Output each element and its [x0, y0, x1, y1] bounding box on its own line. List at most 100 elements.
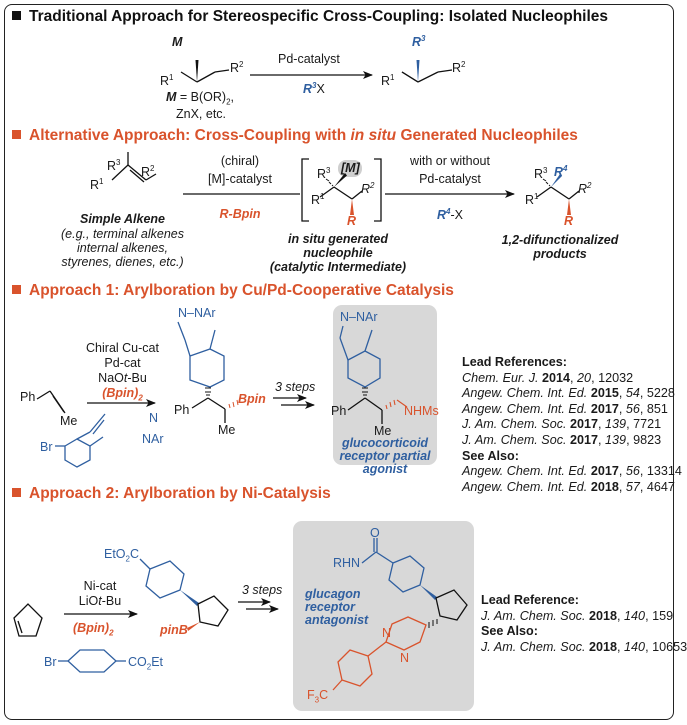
reference-item: J. Am. Chem. Soc. 2017, 139, 9823: [462, 432, 662, 447]
section-traditional-title: Traditional Approach for Stereospecific …: [12, 8, 608, 26]
step1-top2: [M]-catalyst: [208, 172, 272, 186]
alkene-R1: R1: [90, 177, 104, 193]
a2-aryl-CO2Et: CO2Et: [128, 655, 164, 672]
a1-prod-Bpin: Bpin: [238, 392, 266, 406]
intermediate-R3: R3: [317, 166, 331, 182]
s1-prod-wedge-blue: [416, 60, 420, 82]
step2-top1: with or without: [410, 154, 490, 168]
s2-intermediate: [319, 186, 363, 200]
bullet-square-icon: [12, 11, 21, 20]
a1-target-Me: Me: [374, 424, 392, 438]
a1-aryl-bromide: [55, 413, 106, 468]
s1-R2: R2: [230, 60, 244, 76]
step1-top1: (chiral): [220, 154, 260, 168]
step2-top2: Pd-catalyst: [419, 172, 481, 186]
a2-bpin2: (Bpin)2: [73, 621, 114, 638]
target-panel-1: [333, 305, 437, 465]
section-alternative-title: Alternative Approach: Cross-Coupling wit…: [12, 127, 578, 145]
intermediate-label: in situ generated nucleophile (catalytic…: [269, 232, 407, 274]
a1-aryl-NAr: NAr: [142, 432, 164, 446]
a1-sm-Me: Me: [60, 414, 78, 428]
intermediate-R2: R2: [361, 181, 375, 197]
s1-reagent-top: Pd-catalyst: [278, 52, 340, 66]
hash-bond: [325, 178, 334, 187]
reference-item: Angew. Chem. Int. Ed. 2017, 56, 13314: [462, 464, 682, 479]
bullet-square-icon: [12, 285, 21, 294]
step2-bottom: R4-X: [437, 207, 463, 223]
product-R: R: [564, 214, 574, 228]
metal-highlight: [338, 160, 362, 177]
a1-steps: 3 steps: [275, 380, 316, 394]
product-label: 1,2-difunctionalized products: [501, 233, 619, 261]
s2-alkene: [111, 152, 157, 183]
product-R2: R2: [578, 181, 592, 197]
a1-alkene: [36, 390, 66, 414]
reference-item: Angew. Chem. Int. Ed. 2015, 54, 5228: [462, 386, 675, 401]
s1-prod-R2: R2: [452, 60, 466, 76]
a2-prod-EtO2C: EtO2C: [104, 547, 140, 564]
a1-target-label: glucocorticoid receptor partial agonist: [339, 436, 431, 476]
product-R3: R3: [534, 166, 548, 182]
a1-conditions: Chiral Cu-cat Pd-cat NaOt-Bu (Bpin)2: [86, 341, 159, 403]
s1-M-definition-2: ZnX, etc.: [176, 107, 227, 121]
reference-item: Angew. Chem. Int. Ed. 2018, 57, 4647: [462, 479, 675, 494]
section-approach1-title: Approach 1: Arylboration by Cu/Pd-Cooper…: [12, 282, 454, 300]
a2-target-N1: N: [382, 626, 392, 640]
a2-cyclopentene: [13, 603, 43, 637]
a2-target-O: O: [370, 526, 380, 540]
a1-sm-Ph: Ph: [20, 390, 36, 404]
a2-target-N2: N: [400, 651, 410, 665]
a1-aryl-Br: Br: [40, 440, 53, 454]
a2-prod-pinB: pinB: [160, 623, 188, 637]
s1-prod-R3: R3: [412, 34, 426, 50]
a2-aryl-Br: Br: [44, 655, 57, 669]
a1-product: [177, 321, 225, 388]
s1-R1: R1: [160, 73, 174, 89]
s1-prod-R1: R1: [381, 73, 395, 89]
alkene-label: Simple Alkene: [80, 212, 165, 226]
a2-target-RHN: RHN: [333, 556, 361, 570]
reference-item: J. Am. Chem. Soc. 2017, 139, 7721: [462, 417, 662, 432]
left-bracket: [301, 158, 309, 222]
intermediate-R: R: [347, 214, 357, 228]
product-R4: R4: [554, 164, 568, 180]
alkene-R3: R3: [107, 158, 121, 174]
a1-prod-Ph: Ph: [174, 403, 190, 417]
s1-prod-skeleton: [401, 69, 453, 83]
figure-frame: [4, 4, 674, 720]
product-R1: R1: [525, 192, 539, 208]
a1-prod-NNAr: N–NAr: [178, 306, 216, 320]
a1-references: Lead References: Chem. Eur. J. 2014, 20,…: [462, 355, 682, 494]
reference-item: J. Am. Chem. Soc. 2018, 140, 10653: [481, 639, 687, 654]
s1-M-definition: M = B(OR)2,: [166, 90, 235, 107]
a2-references: Lead Reference: J. Am. Chem. Soc. 2018, …: [481, 593, 687, 654]
a2-steps: 3 steps: [242, 583, 283, 597]
reference-item: J. Am. Chem. Soc. 2018, 140, 159: [481, 608, 674, 623]
s2-product: [536, 186, 580, 200]
a1-target-NNAr: N–NAr: [340, 310, 378, 324]
a2-conditions: Ni-cat LiOt-Bu: [78, 579, 122, 608]
step1-bottom: R-Bpin: [219, 207, 261, 221]
a2-aryl-bromide: [58, 649, 126, 673]
reference-item: Angew. Chem. Int. Ed. 2017, 56, 851: [462, 401, 668, 416]
a1-target-NHMs: NHMs: [404, 404, 439, 418]
s1-reagent-bottom: R3X: [303, 81, 325, 97]
alkene-examples: (e.g., terminal alkenes internal alkenes…: [61, 227, 184, 269]
alkene-R2: R2: [141, 164, 155, 180]
a1-prod-Me: Me: [218, 423, 236, 437]
a2-target-F3C: F3C: [307, 688, 329, 705]
target-panel-2: [293, 521, 474, 711]
intermediate-R1: R1: [311, 192, 325, 208]
s1-start-wedge: [195, 60, 199, 82]
right-bracket: [374, 158, 382, 222]
a1-target-Ph: Ph: [331, 404, 347, 418]
s1-M: M: [172, 35, 183, 49]
reference-item: Chem. Eur. J. 2014, 20, 12032: [462, 370, 634, 385]
a2-target-label: glucagon receptor antagonist: [305, 587, 369, 627]
section-approach2-title: Approach 2: Arylboration by Ni-Catalysis: [12, 485, 331, 503]
intermediate-M: [M]: [341, 161, 360, 175]
bullet-square-icon: [12, 488, 21, 497]
